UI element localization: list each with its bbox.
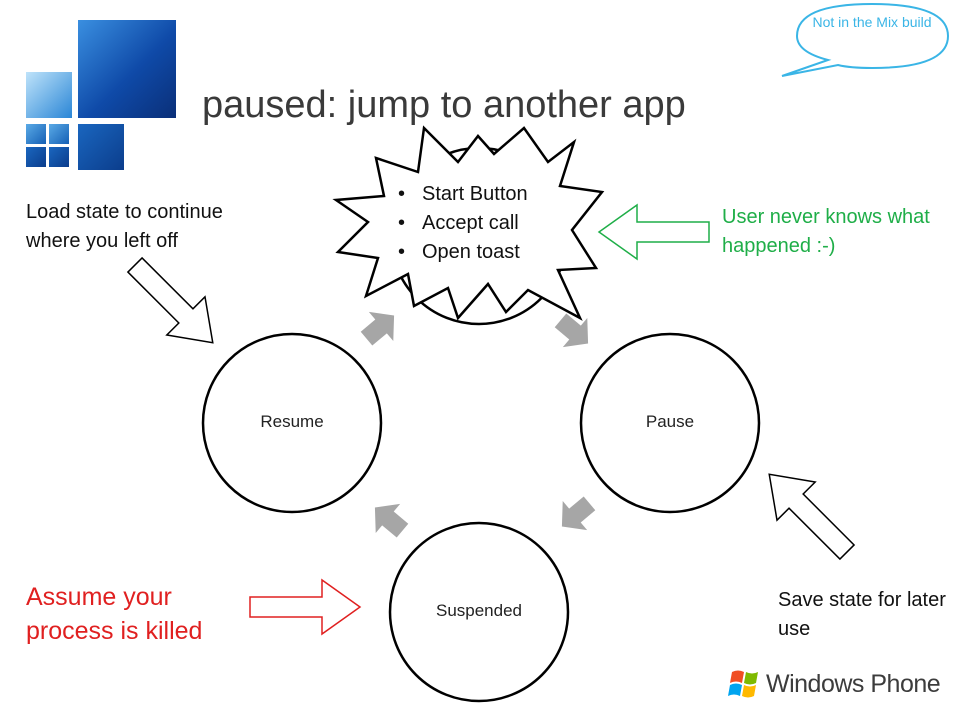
resume-label: Resume [260,412,324,431]
cycle-arrow-pause-to-suspended [561,496,596,531]
resume-state-circle [201,332,383,514]
pause-label: Pause [645,412,695,431]
user-never-knows-arrow [597,203,710,261]
speech-bubble-icon [781,2,950,77]
slide-title: paused: jump to another app [202,84,686,126]
burst-item: Accept call [394,209,528,238]
windows-flag-icon [728,670,758,698]
pause-state-circle [579,332,761,514]
cycle-arrow-resume-to-top [360,311,395,346]
burst-item: Open toast [394,238,528,267]
save-state-note: Save state for later use [778,589,946,640]
user-never-knows-note: User never knows what happened :-) [722,206,930,257]
load-state-note: Load state to continue where you left of… [26,201,223,252]
suspended-state-circle [388,521,570,703]
assume-killed-note: Assume your process is killed [26,583,203,645]
suspended-label: Suspended [435,601,523,620]
cycle-arrow-top-to-pause [554,313,589,348]
burst-bullet-list: Start Button Accept call Open toast [394,180,528,267]
save-state-arrow [768,473,856,561]
cycle-arrow-suspended-to-resume [374,503,409,538]
load-state-arrow [126,256,214,344]
assume-killed-arrow [249,578,362,636]
burst-item: Start Button [394,180,528,209]
windows-mobile-logo-icon [26,20,176,170]
callout-text: Not in the Mix build [812,14,932,30]
windows-phone-wordmark: Windows Phone [766,670,941,698]
